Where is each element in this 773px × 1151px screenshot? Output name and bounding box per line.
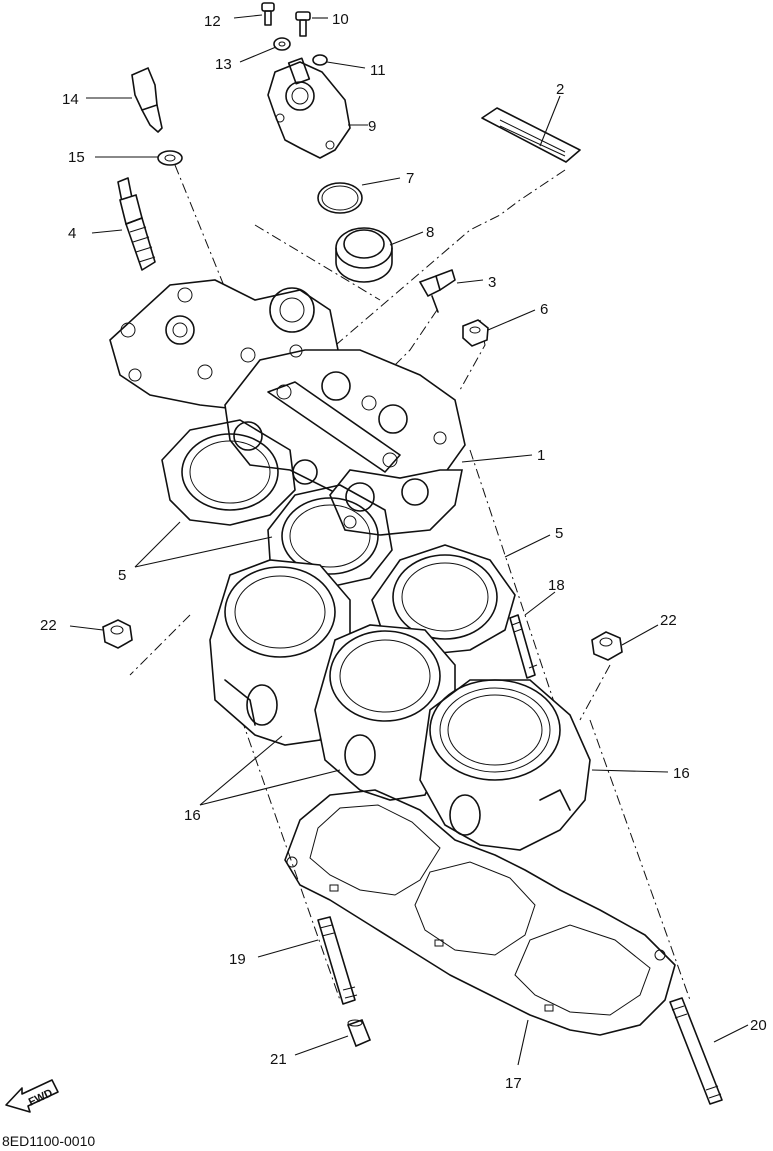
callout-22-left: 22: [40, 617, 57, 634]
callout-13: 13: [215, 56, 232, 73]
callout-22-right: 22: [660, 612, 677, 629]
callout-2: 2: [556, 81, 564, 98]
callout-21: 21: [270, 1051, 287, 1068]
washer-11: [312, 54, 328, 66]
callout-8: 8: [426, 224, 434, 241]
nut-22-right: [591, 631, 623, 661]
callout-6: 6: [540, 301, 548, 318]
cylinder-head-1: [109, 279, 466, 536]
dowel-21: [346, 1018, 372, 1048]
diagram-code: 8ED1100-0010: [2, 1133, 95, 1149]
callout-15: 15: [68, 149, 85, 166]
thermostat-8: [335, 227, 393, 283]
callout-17: 17: [505, 1075, 522, 1092]
callout-11: 11: [370, 62, 386, 79]
nut-22-left: [102, 619, 133, 649]
temperature-sensor-14: [131, 66, 163, 133]
callout-labels: 12 10 13 11 14 9 2 15 7 4 8 3 6 1 5 5 18…: [40, 11, 767, 1092]
callout-9: 9: [368, 118, 376, 135]
bolt-12: [261, 2, 275, 26]
callout-7: 7: [406, 170, 414, 187]
bolt-10: [295, 11, 311, 37]
fwd-arrow-icon: FWD: [5, 1079, 59, 1113]
callout-14: 14: [62, 91, 79, 108]
callout-10: 10: [332, 11, 349, 28]
spark-plug-4: [117, 177, 156, 271]
nut-6: [462, 319, 489, 347]
stud-20: [669, 997, 723, 1105]
callout-1: 1: [537, 447, 545, 464]
callout-16-left: 16: [184, 807, 201, 824]
callout-18: 18: [548, 577, 565, 594]
stud-18: [509, 614, 538, 679]
callout-16-right: 16: [673, 765, 690, 782]
stud-19: [317, 916, 358, 1005]
callout-5-right: 5: [555, 525, 563, 542]
o-ring-7: [317, 182, 363, 214]
label-2: [481, 107, 581, 163]
callout-20: 20: [750, 1017, 767, 1034]
washer-15: [157, 150, 183, 166]
leader-lines: [69, 14, 749, 1066]
fitting-3: [418, 269, 456, 313]
callout-19: 19: [229, 951, 246, 968]
callout-5-left: 5: [118, 567, 126, 584]
base-gasket-17: [284, 789, 676, 1036]
callout-4: 4: [68, 225, 76, 242]
callout-12: 12: [204, 13, 221, 30]
thermostat-cover-9: [267, 57, 351, 159]
cylinders-16: [209, 559, 591, 851]
washer-13: [273, 37, 291, 51]
callout-3: 3: [488, 274, 496, 291]
